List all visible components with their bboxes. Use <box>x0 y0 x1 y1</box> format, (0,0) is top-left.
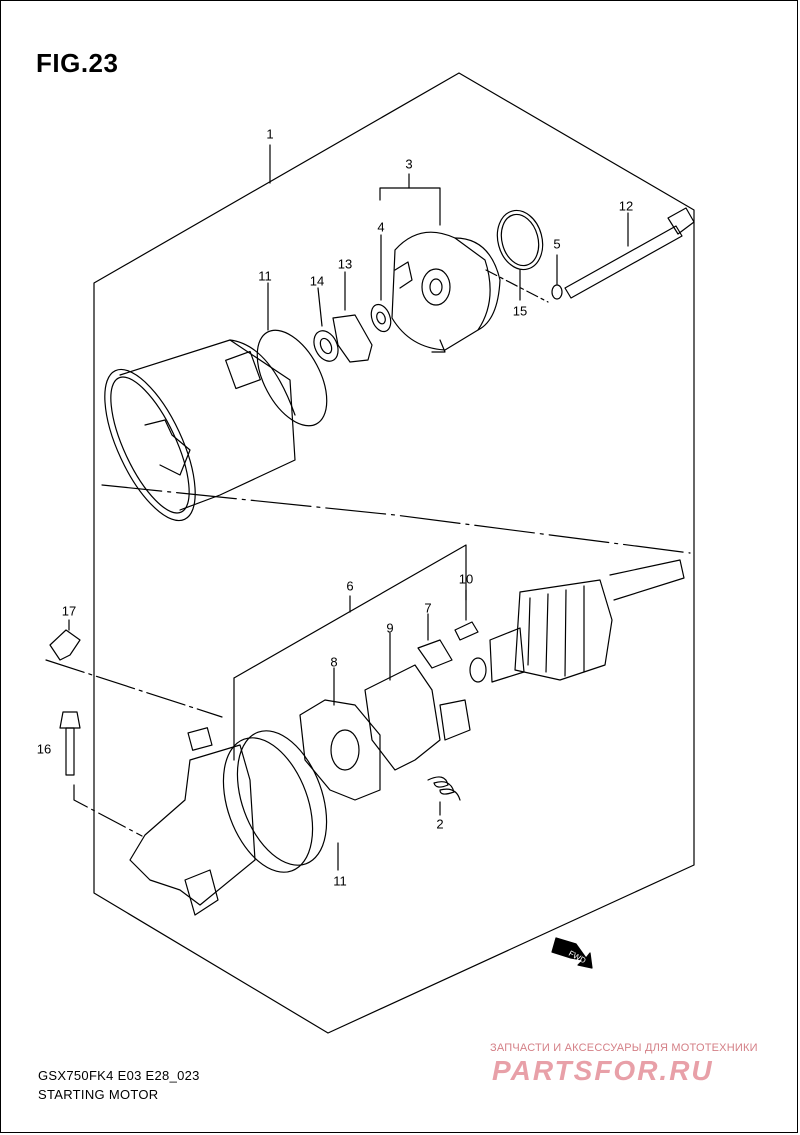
diagram-name: STARTING MOTOR <box>38 1087 159 1102</box>
figure-title: FIG.23 <box>36 48 119 78</box>
callout-12: 12 <box>618 198 634 214</box>
o-ring-part <box>496 209 544 271</box>
brush-holder-part <box>364 664 441 771</box>
o-ring-part <box>256 329 328 427</box>
callout-1: 1 <box>266 126 274 142</box>
callout-4: 4 <box>377 219 385 235</box>
callout-6: 6 <box>346 578 354 594</box>
callout-16: 16 <box>36 741 52 757</box>
screw-part <box>454 621 479 641</box>
callout-10: 10 <box>458 571 474 587</box>
bearing-part <box>370 303 392 333</box>
watermark-tagline: ЗАПЧАСТИ И АКСЕССУАРЫ ДЛЯ МОТОТЕХНИКИ <box>490 1042 758 1054</box>
callout-8: 8 <box>330 654 338 670</box>
housing-end-part <box>391 231 501 353</box>
washer-part <box>313 330 339 362</box>
washer-part <box>551 284 563 300</box>
bolt-part <box>49 629 81 661</box>
bracket-housing-part <box>129 727 328 916</box>
callout-5: 5 <box>553 236 561 252</box>
bolt-part <box>59 711 81 776</box>
watermark-logo: PARTSFOR.RU <box>492 1055 714 1086</box>
brush-part <box>417 639 453 669</box>
yoke-housing-part <box>104 339 296 522</box>
through-bolt-part <box>564 207 695 299</box>
plate-part <box>332 314 373 363</box>
callout-2: 2 <box>436 816 444 832</box>
forward-direction-arrow-icon <box>551 937 593 969</box>
model-code: GSX750FK4 E03 E28_023 <box>38 1068 200 1083</box>
callout-14: 14 <box>309 273 325 289</box>
callout-15: 15 <box>512 303 528 319</box>
callout-11-upper: 11 <box>258 268 272 284</box>
spring-part <box>427 776 461 801</box>
callout-11-lower: 11 <box>333 873 347 889</box>
callout-7: 7 <box>424 600 432 616</box>
armature-part <box>469 559 685 683</box>
callout-17: 17 <box>61 603 77 619</box>
assembly-outline <box>45 72 695 1034</box>
callout-9: 9 <box>386 620 394 636</box>
callout-3: 3 <box>405 156 413 172</box>
callout-13: 13 <box>337 256 353 272</box>
